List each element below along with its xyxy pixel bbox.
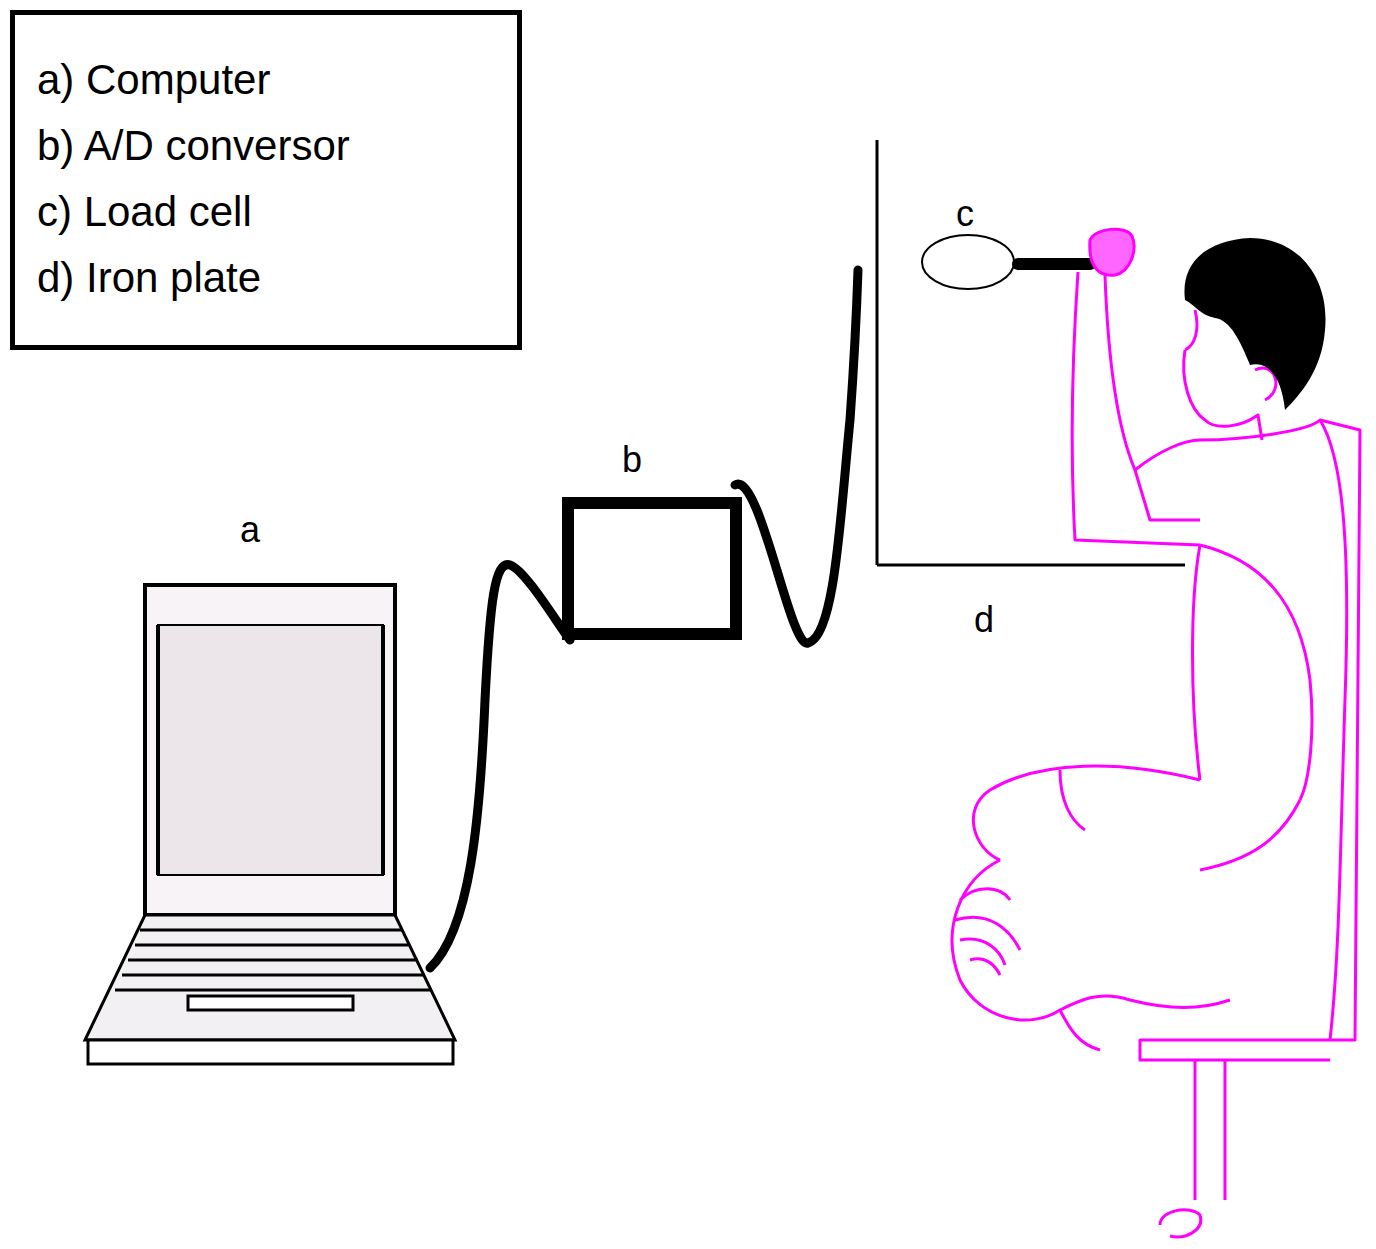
legend-item: d) Iron plate (37, 245, 495, 311)
callout-letter: c (954, 196, 976, 232)
cable (735, 270, 858, 643)
hair (1184, 238, 1325, 410)
cable (430, 565, 570, 968)
legend-item: b) A/D conversor (37, 113, 495, 179)
legend-item: a) Computer (37, 47, 495, 113)
converter-box (568, 503, 736, 634)
load-cell (922, 235, 1014, 289)
callout-letter: a (238, 512, 262, 548)
seated-person (952, 229, 1360, 1237)
iron-plate (877, 140, 1185, 565)
callout-letter: d (972, 602, 996, 638)
callout-letter: b (620, 442, 644, 478)
laptop (85, 585, 455, 1064)
load-cell-rod (1018, 258, 1090, 270)
legend-item: c) Load cell (37, 179, 495, 245)
legend-box: a) Computerb) A/D conversorc) Load celld… (10, 10, 522, 350)
